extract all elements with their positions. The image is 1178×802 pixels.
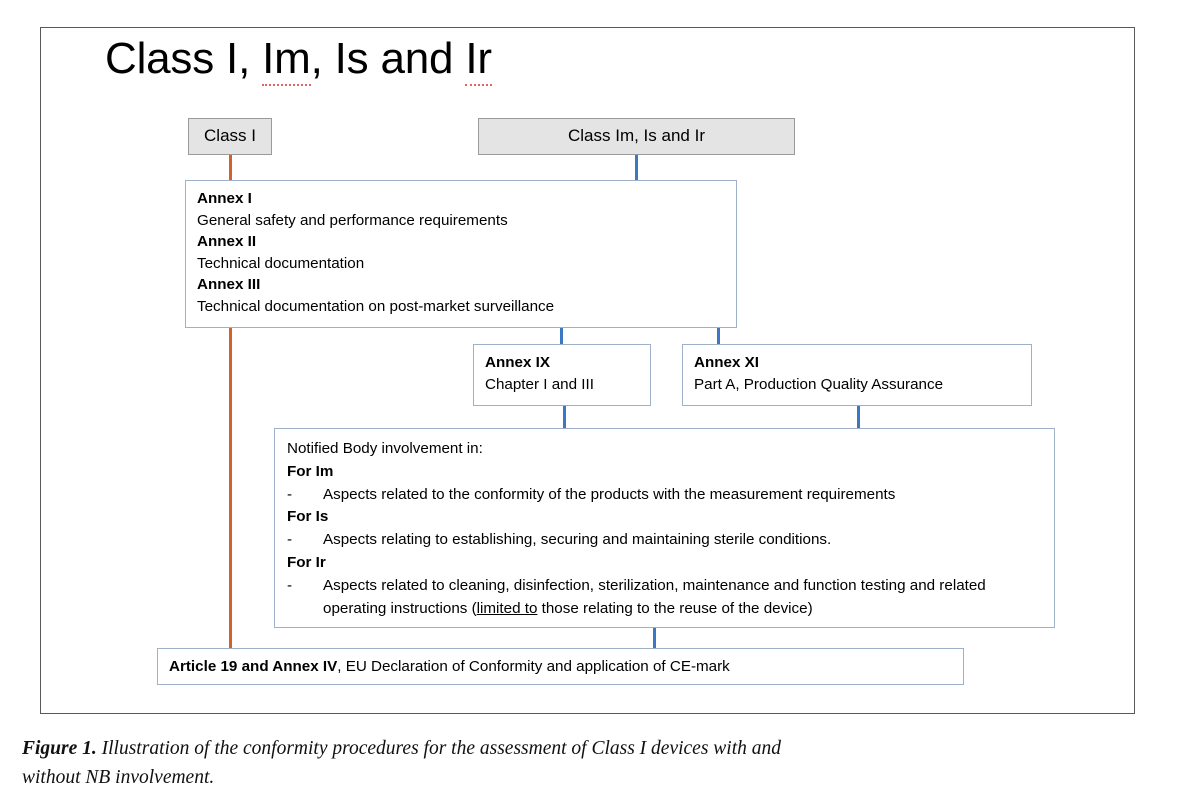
node-class-im-is-ir-label: Class Im, Is and Ir [568, 126, 705, 146]
nb-heading-im: For Im [287, 462, 334, 480]
nb-heading-ir: For Ir [287, 553, 326, 571]
annex-xi-text: Part A, Production Quality Assurance [694, 375, 944, 393]
connector-annex-ix-to-notified-body [563, 406, 566, 429]
title-part-ir: Ir [465, 34, 492, 86]
figure-caption-line1: Illustration of the conformity procedure… [96, 738, 782, 759]
nb-bullet-ir-pre: Aspects related to cleaning, disinfectio… [323, 576, 986, 617]
connector-class-i-to-article [229, 328, 232, 649]
nb-bullet-is-text: Aspects relating to establishing, securi… [323, 531, 832, 549]
nb-bullet-ir: - Aspects related to cleaning, disinfect… [287, 575, 1042, 621]
node-annexes[interactable]: Annex I General safety and performance r… [185, 180, 737, 328]
annex-ix-text: Chapter I and III [485, 375, 594, 393]
nb-bullet-ir-text: Aspects related to cleaning, disinfectio… [323, 575, 1042, 621]
figure-caption-label: Figure 1. [22, 738, 97, 759]
title-part-im: Im [262, 34, 311, 86]
node-annex-ix[interactable]: Annex IX Chapter I and III [473, 344, 651, 406]
nb-bullet-im: - Aspects related to the conformity of t… [287, 484, 1042, 507]
annex-ii-title: Annex II [197, 233, 257, 251]
node-annex-xi[interactable]: Annex XI Part A, Production Quality Assu… [682, 344, 1032, 406]
diagram-title: Class I, Im, Is and Ir [105, 34, 492, 86]
node-notified-body[interactable]: Notified Body involvement in: For Im - A… [274, 428, 1055, 628]
connector-annexes-to-annex-xi [717, 328, 720, 345]
nb-heading-is: For Is [287, 508, 329, 526]
connector-annexes-to-annex-ix [560, 328, 563, 345]
nb-bullet-ir-dash: - [287, 576, 293, 594]
annex-i-title: Annex I [197, 190, 252, 207]
connector-notified-body-to-article [653, 628, 656, 649]
node-article-19[interactable]: Article 19 and Annex IV, EU Declaration … [157, 648, 964, 685]
annex-ix-title: Annex IX [485, 354, 550, 371]
annex-iii-title: Annex III [197, 276, 261, 294]
annex-iii-text: Technical documentation on post-market s… [197, 297, 555, 315]
node-class-i-label: Class I [204, 126, 256, 146]
node-class-im-is-ir[interactable]: Class Im, Is and Ir [478, 118, 795, 155]
figure-caption-line2: without NB involvement. [22, 766, 215, 788]
nb-bullet-im-text: Aspects related to the conformity of the… [323, 485, 896, 503]
nb-bullet-is: - Aspects relating to establishing, secu… [287, 529, 1042, 552]
node-class-i[interactable]: Class I [188, 118, 272, 155]
title-part-3: , Is and [310, 34, 466, 83]
connector-class-imsr-to-annexes [635, 155, 638, 181]
nb-bullet-is-dash: - [287, 531, 293, 549]
nb-bullet-ir-underline: limited to [476, 599, 538, 617]
annex-ii-text: Technical documentation [197, 254, 365, 272]
nb-intro: Notified Body involvement in: [287, 440, 483, 457]
nb-bullet-ir-post: those relating to the reuse of the devic… [537, 599, 813, 617]
nb-bullet-im-dash: - [287, 485, 293, 503]
title-part-1: Class I, [105, 34, 263, 83]
article-19-rest: , EU Declaration of Conformity and appli… [337, 658, 730, 675]
article-19-bold: Article 19 and Annex IV [169, 658, 338, 675]
figure-caption: Figure 1. Illustration of the conformity… [22, 735, 1162, 793]
connector-class-i-to-annexes [229, 155, 232, 181]
annex-i-text: General safety and performance requireme… [197, 211, 508, 229]
annex-xi-title: Annex XI [694, 354, 759, 371]
connector-annex-xi-to-notified-body [857, 406, 860, 429]
